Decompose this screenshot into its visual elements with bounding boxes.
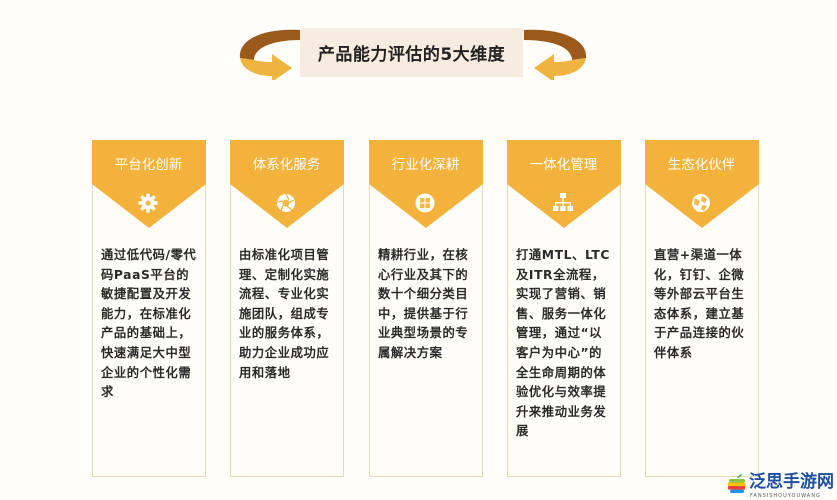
- org-chart-icon: [552, 192, 574, 214]
- dimension-card: 行业化深耕 精耕行业，在核心行业及其下的数十个细分类目中，提供基于行业典型场景的…: [368, 139, 483, 477]
- card-title: 平台化创新: [114, 156, 183, 173]
- card-title: 体系化服务: [252, 156, 321, 173]
- card-description: 通过低代码/零代码PaaS平台的敏捷配置及开发能力，在标准化产品的基础上，快速满…: [101, 248, 197, 400]
- card-title: 生态化伙伴: [667, 156, 736, 173]
- watermark-name: 泛思手游网: [749, 472, 834, 492]
- curved-arrow-right-icon: [524, 29, 587, 80]
- curved-arrow-left-icon: [239, 29, 300, 80]
- card-header-shape: [91, 139, 206, 228]
- apple-logo-icon: [728, 474, 745, 493]
- dimension-card: 一体化管理 打通MTL、LTC及ITR全流程，实现了营销、销售、服务一体化管理，…: [506, 139, 621, 477]
- card-title: 一体化管理: [529, 156, 598, 173]
- dimension-card: 体系化服务 由标准化项目管理、定制化实施流程、专业化实施团队，组成专业的服务体系…: [229, 139, 344, 477]
- gear-icon: [137, 192, 159, 214]
- card-header-shape: [506, 139, 621, 228]
- card-header-shape: [644, 139, 759, 228]
- card-header: 一体化管理: [506, 139, 621, 228]
- card-header: 行业化深耕: [368, 139, 483, 228]
- dimension-card: 平台化创新 通过低代码/零代码PaaS平台的敏捷配置及开发能力，在标准化产品的基…: [91, 139, 206, 477]
- dimension-card: 生态化伙伴 直营+渠道一体化，钉钉、企微等外部云平台生态体系，建立基于产品连接的…: [644, 139, 759, 477]
- card-description: 打通MTL、LTC及ITR全流程，实现了营销、销售、服务一体化管理，通过“以客户…: [516, 248, 610, 439]
- card-description: 精耕行业，在核心行业及其下的数十个细分类目中，提供基于行业典型场景的专属解决方案: [378, 248, 469, 360]
- page-title: 产品能力评估的5大维度: [317, 45, 506, 65]
- card-header: 生态化伙伴: [644, 139, 759, 228]
- title-banner: 产品能力评估的5大维度: [300, 28, 523, 77]
- card-header: 体系化服务: [229, 139, 344, 228]
- windows-icon: [414, 192, 436, 214]
- card-header: 平台化创新: [91, 139, 206, 228]
- globe-icon: [690, 192, 712, 214]
- card-title: 行业化深耕: [391, 156, 460, 173]
- card-header-shape: [229, 139, 344, 228]
- watermark-logo: 泛思手游网 FANSISHOUYOUWANG: [728, 472, 837, 500]
- card-description: 由标准化项目管理、定制化实施流程、专业化实施团队，组成专业的服务体系，助力企业成…: [239, 248, 330, 380]
- watermark-subtitle: FANSISHOUYOUWANG: [750, 493, 821, 499]
- card-description: 直营+渠道一体化，钉钉、企微等外部云平台生态体系，建立基于产品连接的伙伴体系: [654, 248, 745, 360]
- aperture-icon: [275, 192, 297, 214]
- card-header-shape: [368, 139, 483, 228]
